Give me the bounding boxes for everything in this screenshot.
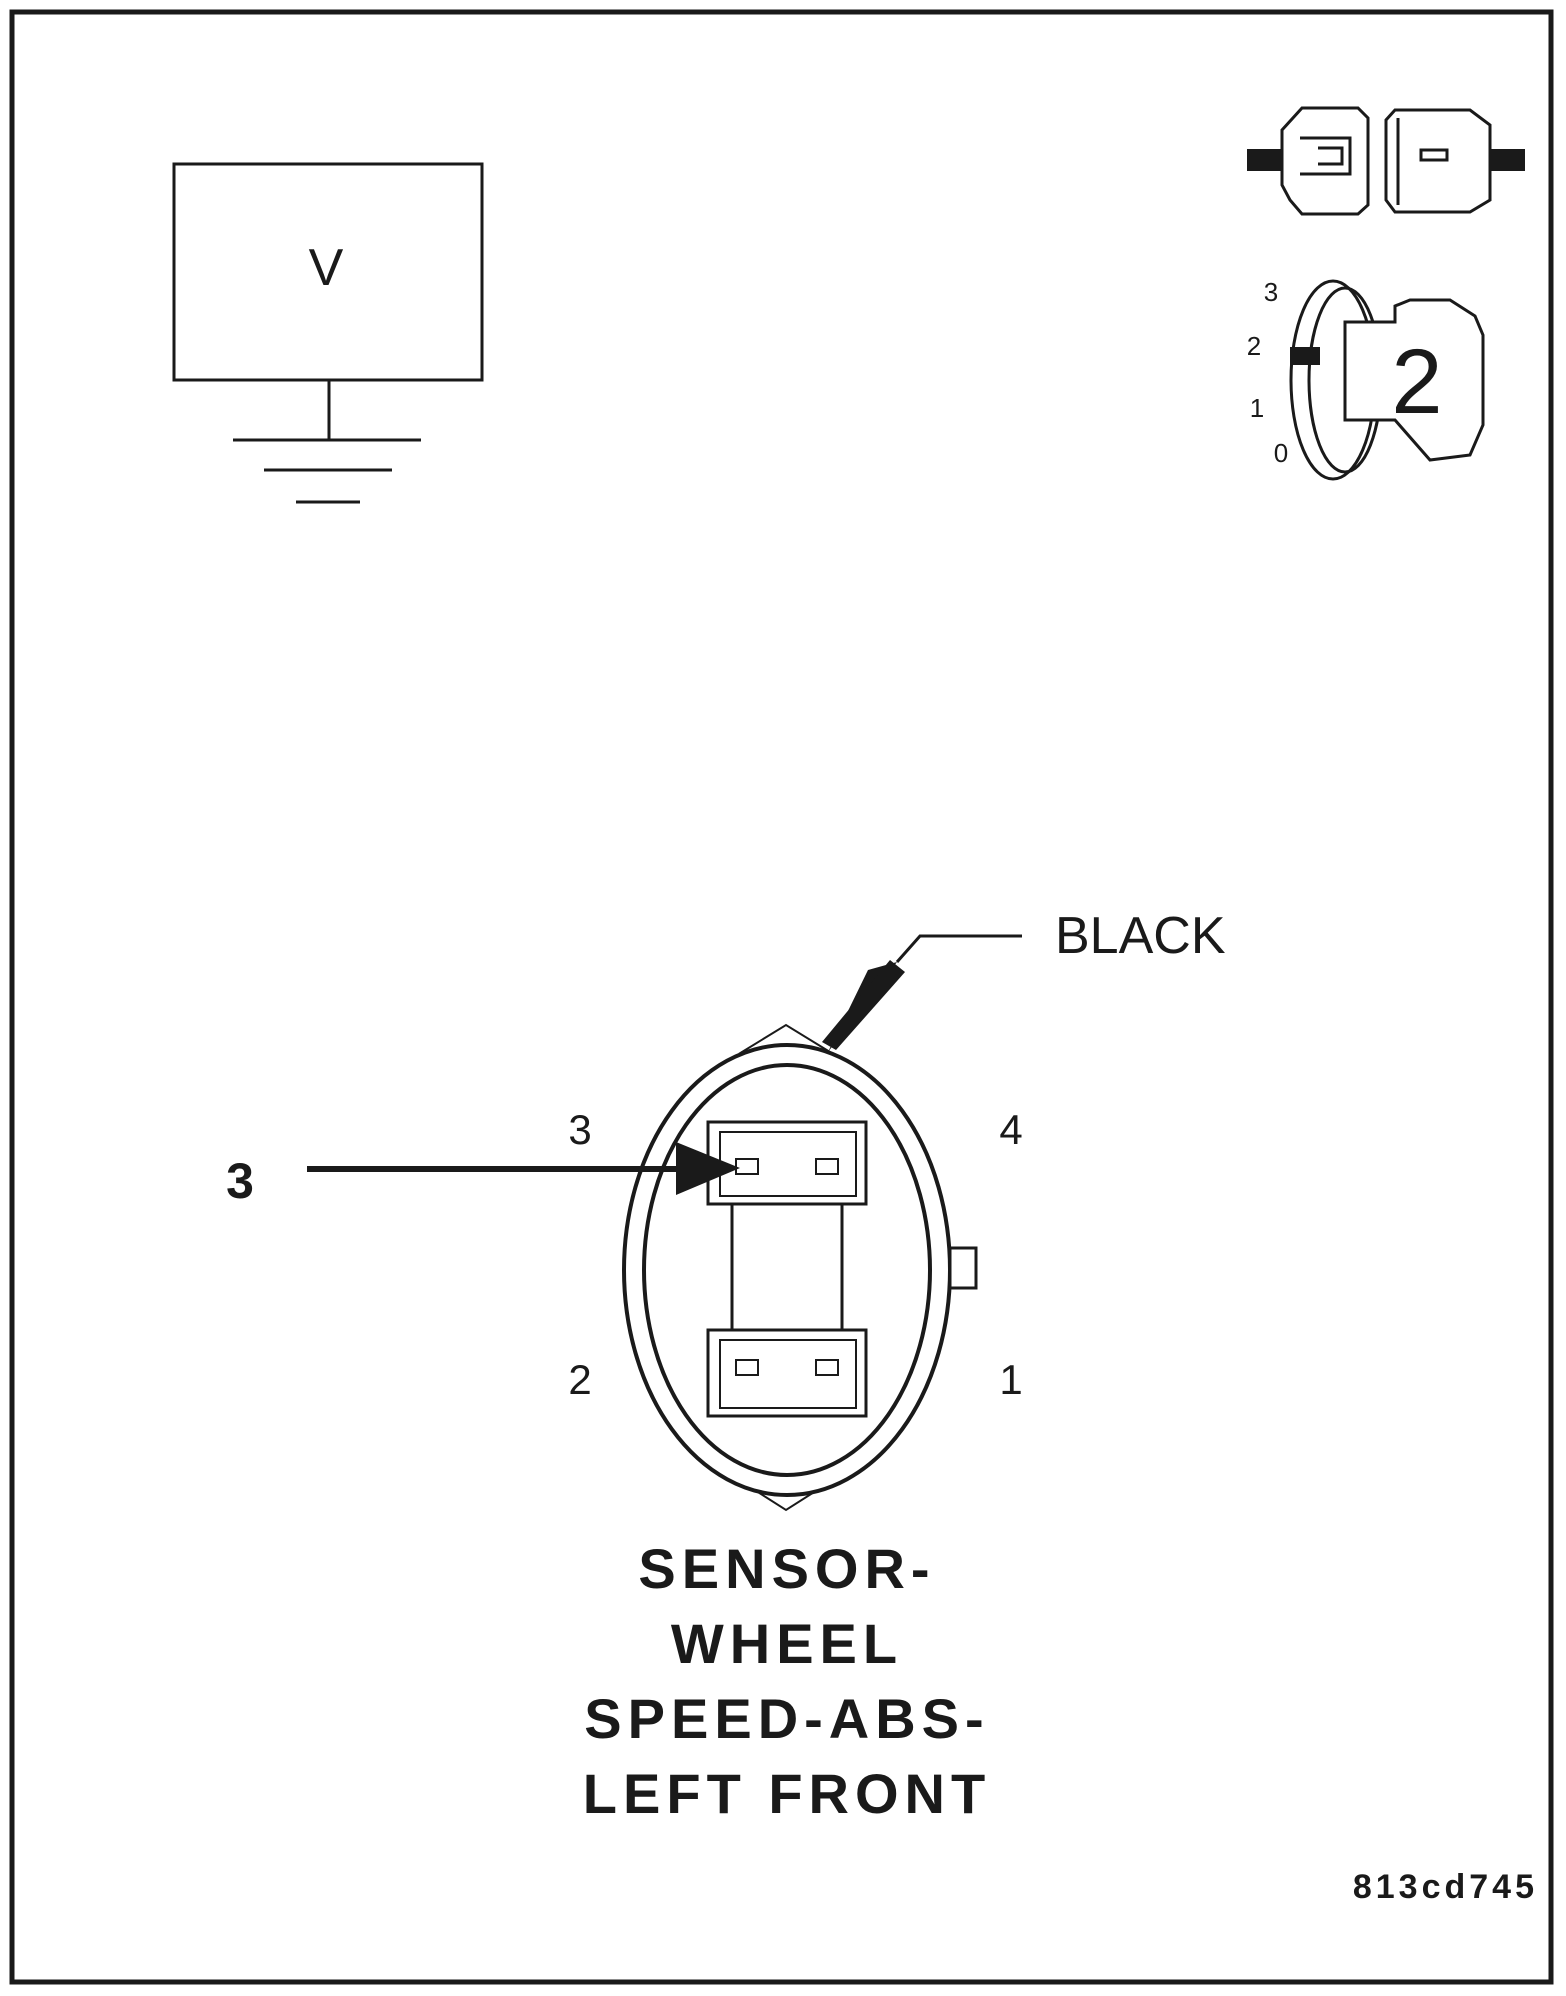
probe-pin-label: 3: [226, 1153, 254, 1209]
cavity-2: [735, 1359, 759, 1376]
lower-terminal-row: [706, 1328, 868, 1418]
cavity-1: [815, 1359, 839, 1376]
connector-disconnected-icon: [1247, 106, 1525, 216]
pin-label-3: 3: [568, 1106, 591, 1153]
ignition-position-1: 1: [1250, 393, 1264, 423]
terminal-body: [730, 1202, 844, 1332]
component-title-line-4: LEFT FRONT: [583, 1762, 991, 1825]
ignition-position-2: 2: [1247, 331, 1261, 361]
component-title-line-2: WHEEL: [671, 1612, 903, 1675]
cavity-4: [815, 1158, 839, 1175]
ignition-position-0: 0: [1274, 438, 1288, 468]
connector-color-label: BLACK: [1055, 907, 1226, 965]
ignition-key-label: 2: [1391, 331, 1442, 433]
ignition-position-3: 3: [1264, 277, 1278, 307]
component-title: SENSOR- WHEEL SPEED-ABS- LEFT FRONT: [583, 1537, 991, 1825]
upper-terminal-row: [706, 1120, 868, 1206]
pin-label-4: 4: [999, 1106, 1022, 1153]
figure-id: 813cd745: [1353, 1868, 1538, 1906]
component-title-line-1: SENSOR-: [638, 1537, 935, 1600]
pin-label-1: 1: [999, 1356, 1022, 1403]
connector-face: BLACK 3 4 2 1: [568, 907, 1226, 1512]
connector-housing-inner: [642, 1063, 932, 1477]
side-latch: [948, 1246, 978, 1290]
ground-icon: [233, 438, 421, 504]
pin-label-2: 2: [568, 1356, 591, 1403]
black-leader-line: [895, 934, 1022, 963]
voltmeter-symbol: V: [172, 162, 484, 504]
cavity-3: [735, 1158, 759, 1175]
ignition-switch-icon: 3 2 1 0 2: [1247, 277, 1485, 481]
component-title-line-3: SPEED-ABS-: [584, 1687, 989, 1750]
probe-arrowhead: [676, 1142, 740, 1195]
probe-arrow: 3: [226, 1142, 740, 1209]
page-border: [9, 9, 1554, 1985]
voltmeter-label: V: [309, 239, 344, 297]
